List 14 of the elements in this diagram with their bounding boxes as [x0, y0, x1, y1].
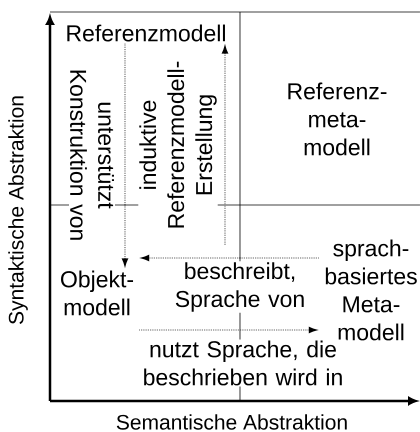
concept-label: Referenz- meta- modell	[288, 82, 386, 156]
arrow	[140, 254, 320, 262]
axis-label: Syntaktische Abstraktion	[8, 96, 28, 324]
arrow	[222, 45, 228, 246]
axis-label: Semantische Abstraktion	[116, 414, 347, 430]
concept-label: Referenzmodell	[67, 24, 225, 42]
edge-label: nutzt Sprache, die beschrieben wird in	[140, 340, 346, 386]
edge-label: beschreibt, Sprache von	[172, 261, 308, 313]
concept-label: Objekt- modell	[61, 270, 134, 316]
edge-label: induktive Referenzmodell- Erstellung	[138, 58, 218, 232]
arrow	[138, 326, 318, 334]
concept-label: sprach- basiertes Meta- modell	[326, 240, 417, 340]
edge-label: unterstützt Konstruktion von	[69, 66, 115, 244]
arrow	[122, 43, 128, 267]
